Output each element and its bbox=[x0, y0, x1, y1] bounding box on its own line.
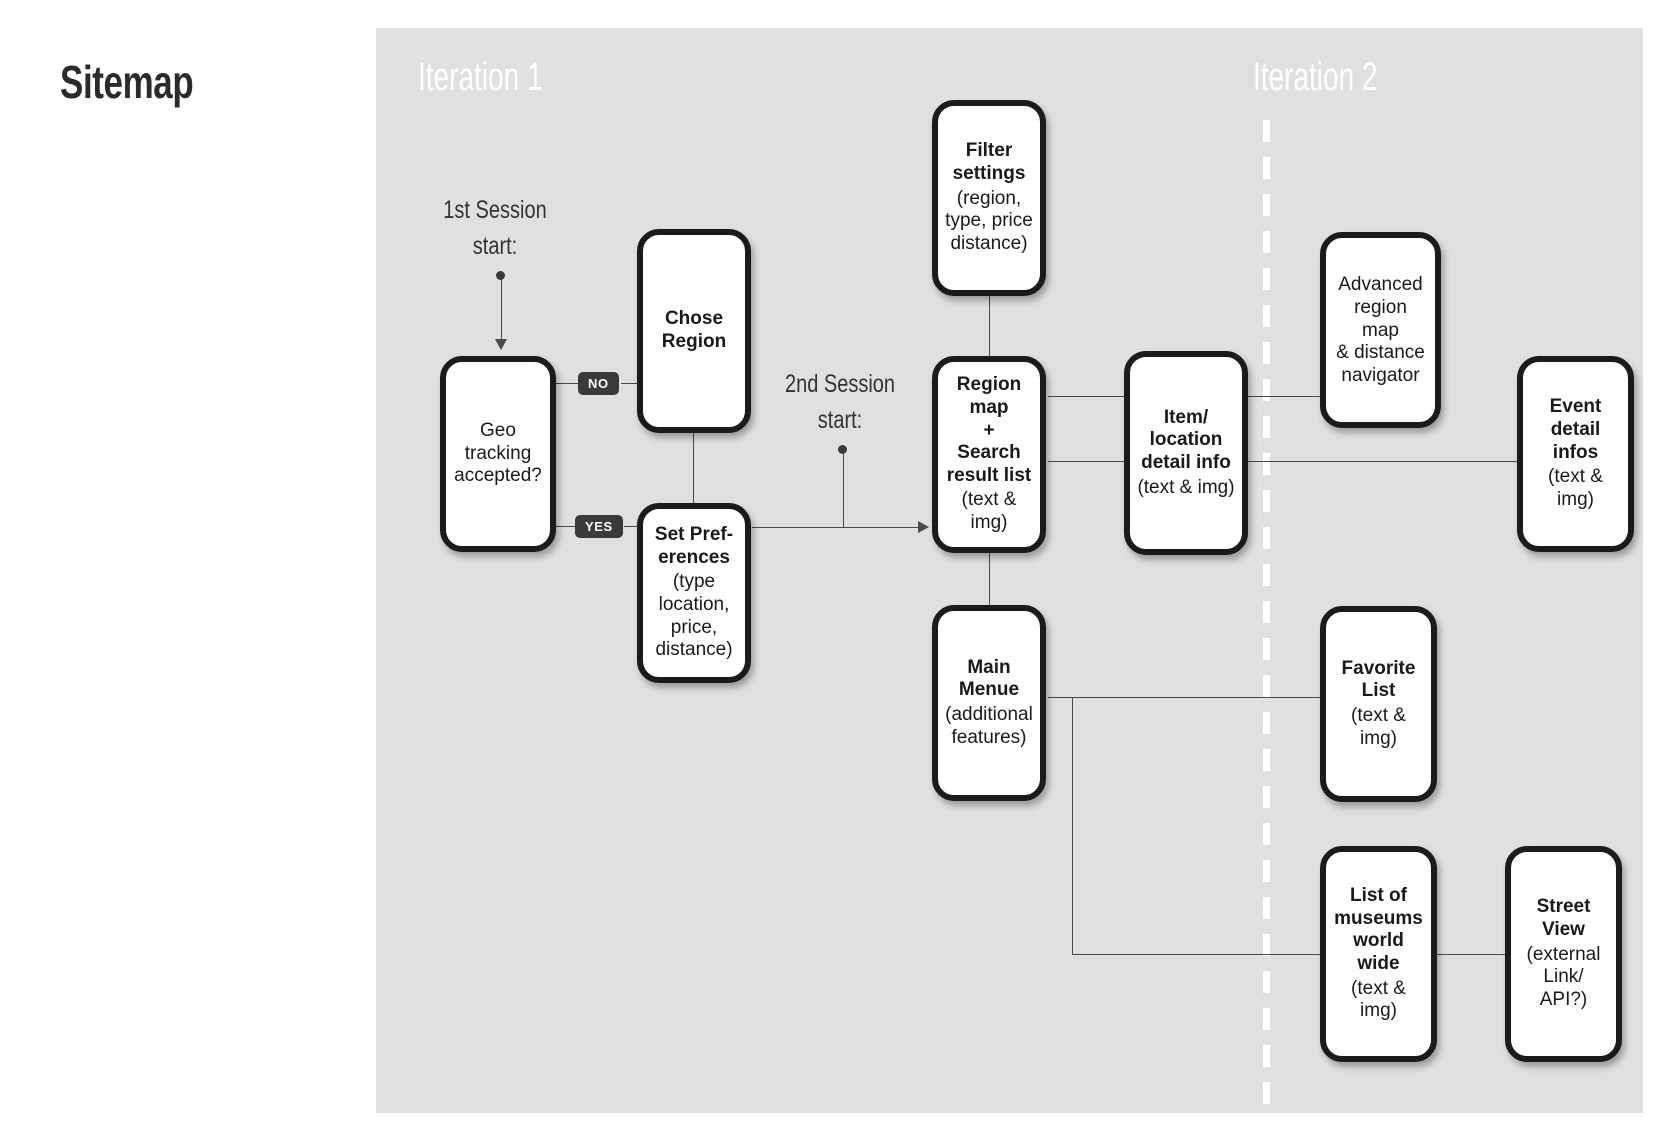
node-geo-tracking-title: Geo tracking accepted? bbox=[454, 420, 542, 487]
node-advanced-region-map-title: Advanced region map & distance navigator bbox=[1336, 274, 1425, 386]
connector-regionmap-to-item-upper bbox=[1048, 396, 1124, 397]
iteration-divider bbox=[1263, 120, 1270, 1113]
connector-item-to-advancedmap bbox=[1248, 396, 1320, 397]
node-region-map-title: Region map + Search result list bbox=[946, 374, 1032, 486]
connector-choseregion-to-setprefs bbox=[693, 433, 694, 503]
arrow-session1-to-geo bbox=[494, 339, 507, 350]
connector-geo-yes-left bbox=[556, 526, 576, 527]
node-event-detail-title: Event detail infos bbox=[1549, 396, 1602, 463]
connector-geo-yes-right bbox=[624, 526, 637, 527]
iteration-2-heading: Iteration 2 bbox=[1253, 55, 1378, 99]
connector-filter-to-regionmap bbox=[989, 296, 990, 356]
second-session-start-dot bbox=[838, 445, 847, 454]
connector-item-to-eventdetails bbox=[1248, 461, 1517, 462]
connector-geo-no-left bbox=[556, 383, 578, 384]
node-main-menue[interactable]: Main Menue (additional features) bbox=[932, 605, 1046, 801]
connector-mainmenue-to-favorites bbox=[1048, 697, 1320, 698]
node-street-view-title: Street View bbox=[1536, 896, 1591, 941]
node-geo-tracking-accepted[interactable]: Geo tracking accepted? bbox=[440, 356, 556, 552]
node-set-preferences[interactable]: Set Pref- erences (type location, price,… bbox=[637, 503, 751, 683]
connector-session2-down bbox=[842, 451, 844, 527]
node-filter-settings-subtitle: (region, type, price distance) bbox=[945, 187, 1033, 254]
connector-session1-to-geo bbox=[500, 277, 502, 343]
connector-down-to-museums bbox=[1072, 954, 1320, 955]
branch-badge-yes: YES bbox=[575, 515, 623, 538]
node-region-map-search-results[interactable]: Region map + Search result list (text & … bbox=[932, 356, 1046, 553]
node-list-of-museums-title: List of museums world wide bbox=[1334, 885, 1423, 974]
node-list-of-museums-subtitle: (text & img) bbox=[1351, 977, 1406, 1022]
node-advanced-region-map[interactable]: Advanced region map & distance navigator bbox=[1320, 232, 1441, 428]
node-favorite-list[interactable]: Favorite List (text & img) bbox=[1320, 606, 1437, 802]
node-favorite-list-subtitle: (text & img) bbox=[1351, 705, 1406, 749]
node-item-location-title: Item/ location detail info bbox=[1141, 406, 1231, 473]
connector-setprefs-to-regionmap bbox=[752, 527, 925, 528]
node-list-of-museums[interactable]: List of museums world wide (text & img) bbox=[1320, 846, 1437, 1062]
node-street-view-subtitle: (external Link/ API?) bbox=[1526, 943, 1601, 1010]
first-session-start-dot bbox=[496, 271, 505, 280]
branch-badge-no: NO bbox=[578, 372, 619, 395]
iteration-1-heading: Iteration 1 bbox=[418, 55, 543, 99]
connector-regionmap-to-item-lower bbox=[1048, 461, 1124, 462]
node-set-preferences-title: Set Pref- erences bbox=[654, 524, 734, 568]
page-title: Sitemap bbox=[60, 56, 194, 108]
node-chose-region[interactable]: Chose Region bbox=[637, 229, 751, 433]
connector-museums-to-streetview bbox=[1437, 954, 1505, 955]
node-item-location-subtitle: (text & img) bbox=[1137, 476, 1235, 498]
node-filter-settings[interactable]: Filter settings (region, type, price dis… bbox=[932, 100, 1046, 296]
node-item-location-detail-info[interactable]: Item/ location detail info (text & img) bbox=[1124, 351, 1248, 555]
node-street-view[interactable]: Street View (external Link/ API?) bbox=[1505, 846, 1622, 1062]
second-session-start-label: 2nd Session start: bbox=[784, 370, 896, 434]
connector-geo-no-right bbox=[621, 383, 637, 384]
node-region-map-subtitle: (text & img) bbox=[961, 489, 1017, 534]
node-main-menue-subtitle: (additional features) bbox=[945, 704, 1033, 748]
node-main-menue-title: Main Menue bbox=[958, 656, 1020, 701]
node-event-detail-infos[interactable]: Event detail infos (text & img) bbox=[1517, 356, 1634, 552]
node-set-preferences-subtitle: (type location, price, distance) bbox=[655, 571, 733, 661]
arrow-setprefs-to-regionmap bbox=[918, 521, 929, 533]
first-session-start-label: 1st Session start: bbox=[443, 196, 547, 260]
connector-mainmenue-down bbox=[1072, 697, 1073, 955]
connector-regionmap-to-mainmenue bbox=[989, 553, 990, 605]
node-event-detail-subtitle: (text & img) bbox=[1548, 466, 1603, 510]
node-favorite-list-title: Favorite List bbox=[1341, 657, 1416, 702]
node-chose-region-title: Chose Region bbox=[661, 308, 727, 352]
node-filter-settings-title: Filter settings bbox=[952, 140, 1026, 185]
